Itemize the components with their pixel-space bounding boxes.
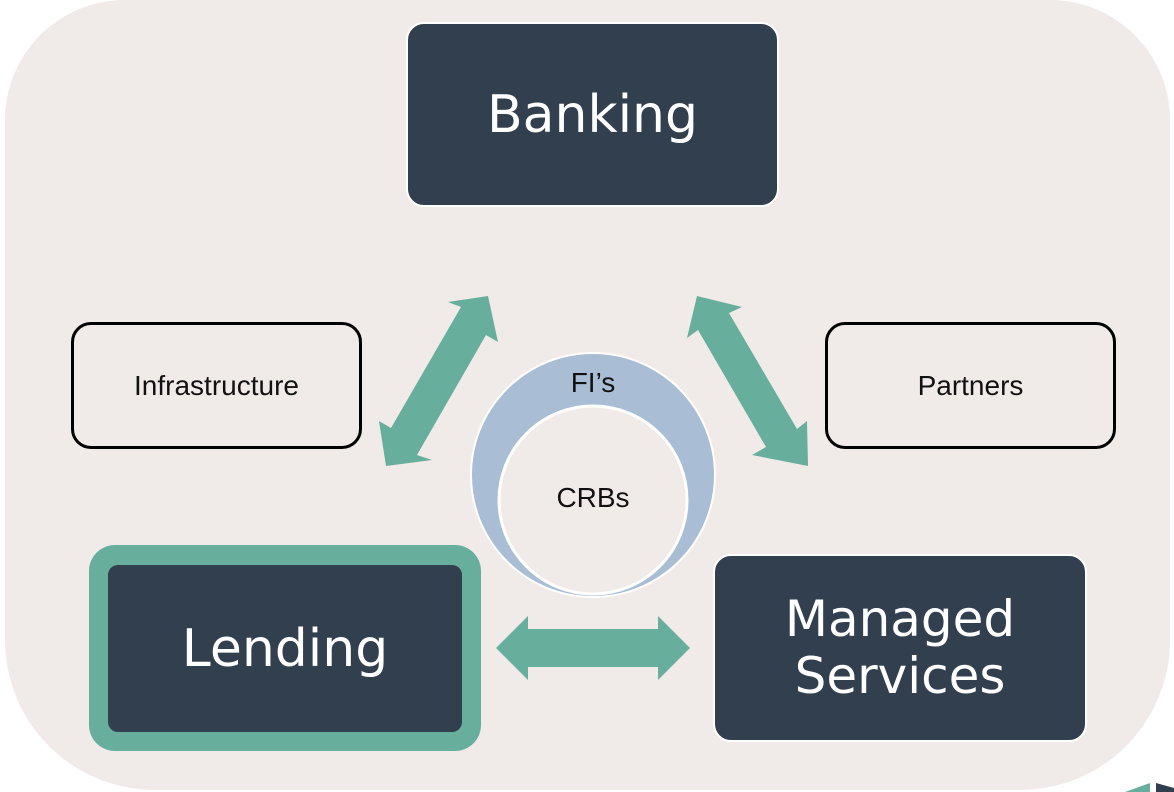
node-partners: Partners	[825, 322, 1116, 449]
node-lending: Lending	[108, 565, 462, 732]
node-banking: Banking	[406, 22, 779, 207]
corner-decoration-teal	[1125, 783, 1150, 792]
node-infrastructure: Infrastructure	[71, 322, 362, 449]
arrow-lending-managed	[496, 616, 690, 680]
crbs-inner-circle	[497, 404, 689, 596]
node-partners-label: Partners	[917, 369, 1024, 401]
node-infrastructure-label: Infrastructure	[134, 369, 299, 401]
arrow-banking-managed	[687, 296, 808, 466]
node-managed-services-label: Managed Services	[784, 589, 1016, 705]
node-managed-services: Managed Services	[713, 554, 1087, 742]
node-banking-label: Banking	[486, 84, 699, 145]
fis-label: FI’s	[570, 367, 616, 398]
corner-decoration-dark	[1156, 783, 1174, 792]
crbs-label: CRBs	[556, 482, 630, 513]
node-lending-label: Lending	[181, 618, 389, 679]
arrow-banking-lending	[379, 296, 498, 466]
